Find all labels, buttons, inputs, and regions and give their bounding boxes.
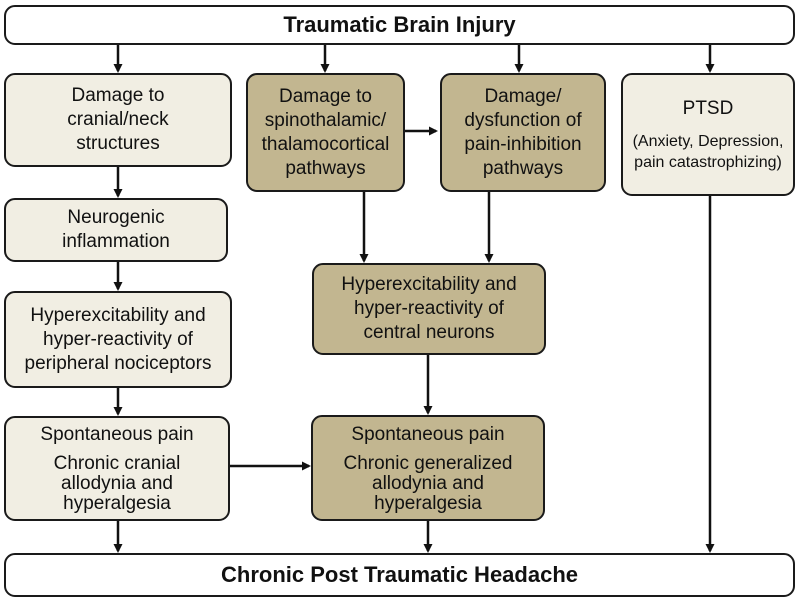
headache-box: Chronic Post Traumatic Headache xyxy=(4,553,795,597)
headache-title: Chronic Post Traumatic Headache xyxy=(221,562,578,587)
peripheral-spontaneous-pain-box: Spontaneous pain Chronic cranial allodyn… xyxy=(4,416,230,521)
spinothalamic-damage-box: Damage to spinothalamic/ thalamocortical… xyxy=(246,73,405,192)
central-hyperexcitability-box: Hyperexcitability and hyper-reactivity o… xyxy=(312,263,546,355)
peripheral-hyperexcitability-box: Hyperexcitability and hyper-reactivity o… xyxy=(4,291,232,388)
ptsd-box: PTSD (Anxiety, Depression, pain catastro… xyxy=(621,73,795,196)
ptsd-title: PTSD xyxy=(682,97,734,119)
neurogenic-inflammation-text: Neurogenic inflammation xyxy=(62,207,170,252)
cranial-damage-text: Damage to cranial/neck structures xyxy=(67,85,169,154)
pain-inhibition-damage-box: Damage/ dysfunction of pain-inhibition p… xyxy=(440,73,606,192)
peripheral-pain-heading: Spontaneous pain xyxy=(40,424,194,445)
peripheral-pain-detail: Chronic cranial allodynia and hyperalges… xyxy=(53,453,181,514)
cranial-damage-box: Damage to cranial/neck structures xyxy=(4,73,232,167)
peripheral-hyperexcitability-text: Hyperexcitability and hyper-reactivity o… xyxy=(24,304,212,374)
central-spontaneous-pain-box: Spontaneous pain Chronic generalized all… xyxy=(311,415,545,521)
central-pain-detail: Chronic generalized allodynia and hypera… xyxy=(343,452,513,514)
spinothalamic-damage-text: Damage to spinothalamic/ thalamocortical… xyxy=(261,85,390,179)
tbi-box: Traumatic Brain Injury xyxy=(4,5,795,45)
tbi-title: Traumatic Brain Injury xyxy=(283,12,516,37)
ptsd-detail: (Anxiety, Depression, pain catastrophizi… xyxy=(632,132,784,171)
neurogenic-inflammation-box: Neurogenic inflammation xyxy=(4,198,228,262)
central-pain-heading: Spontaneous pain xyxy=(351,423,505,445)
central-hyperexcitability-text: Hyperexcitability and hyper-reactivity o… xyxy=(341,274,517,343)
pain-inhibition-damage-text: Damage/ dysfunction of pain-inhibition p… xyxy=(464,85,582,179)
